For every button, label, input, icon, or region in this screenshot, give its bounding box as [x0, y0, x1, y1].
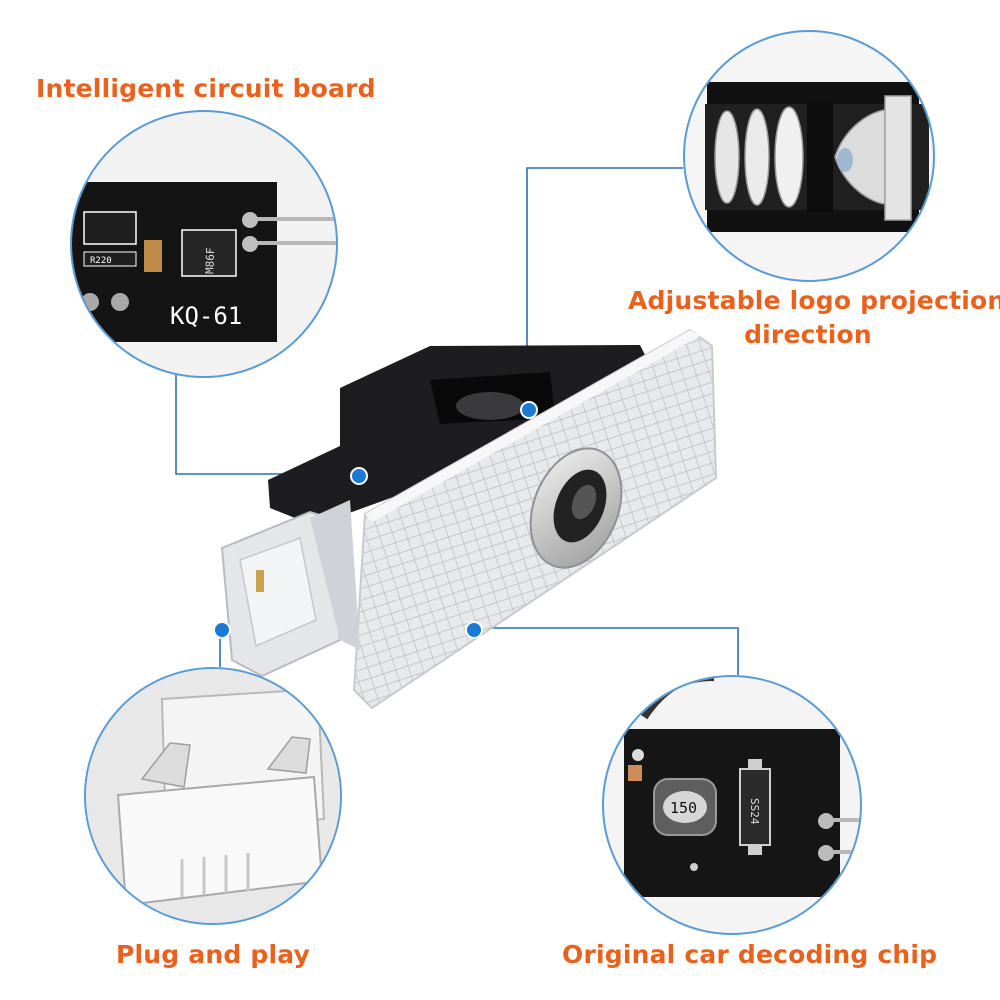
projection-lens-image	[705, 82, 929, 232]
label-plug: Plug and play	[116, 940, 311, 969]
callout-dot-projection	[520, 401, 538, 419]
label-projection-line1: Adjustable logo projection	[628, 286, 1000, 315]
model-mark: KQ-61	[170, 302, 242, 330]
circle-decoding-chip: 150 SS24	[602, 675, 862, 935]
label-projection: Adjustable logo projection direction	[628, 284, 1000, 352]
decoding-chip-image: 150 SS24	[624, 677, 860, 897]
circle-projection-lens	[683, 30, 935, 282]
label-projection-line2: direction	[744, 320, 872, 349]
resistor-mark: R220	[90, 256, 112, 266]
circle-circuit-board: M86F R220 KQ-61	[70, 110, 338, 378]
callout-dot-circuit	[350, 467, 368, 485]
label-decoding-chip: Original car decoding chip	[562, 940, 938, 969]
circuit-board-image: M86F R220 KQ-61	[72, 182, 336, 376]
chip-mark: M86F	[203, 247, 217, 274]
plug-closeup-image	[86, 669, 340, 923]
callout-dot-chip	[465, 621, 483, 639]
circle-plug	[84, 667, 342, 925]
diode-mark: SS24	[748, 798, 761, 825]
callout-dot-plug	[213, 621, 231, 639]
label-circuit-board: Intelligent circuit board	[36, 74, 376, 103]
inductor-mark: 150	[670, 799, 697, 817]
